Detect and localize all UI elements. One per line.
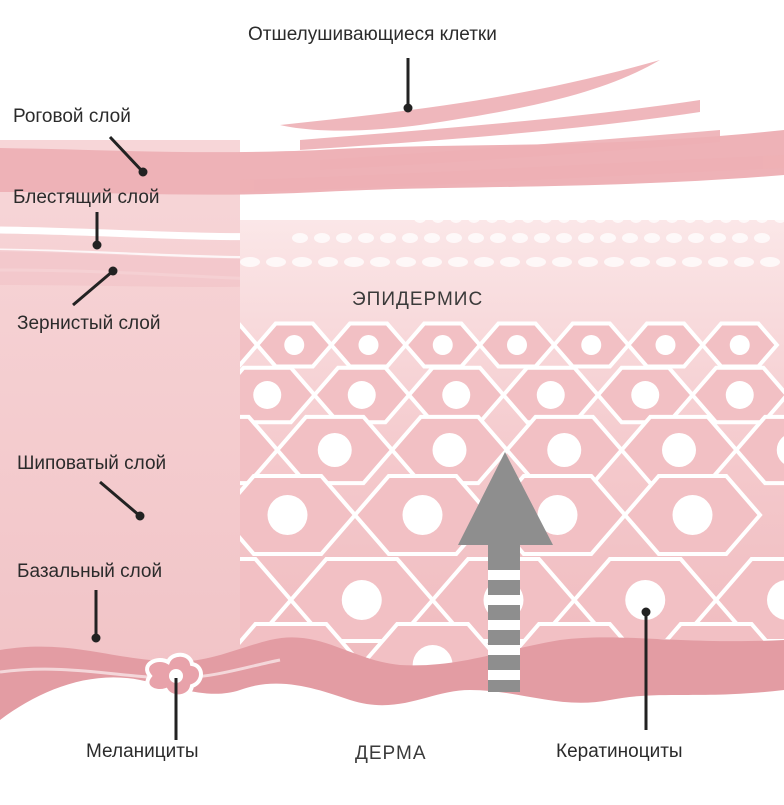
label-stratum-granulosum: Зернистый слой — [17, 313, 160, 335]
granular-cell — [380, 233, 396, 243]
granular-cell — [756, 213, 768, 223]
granular-cell — [666, 233, 682, 243]
label-stratum-corneum: Роговой слой — [13, 106, 131, 128]
granular-cell — [318, 257, 338, 267]
granular-cell — [240, 257, 260, 267]
cell-nucleus — [348, 381, 376, 409]
granular-cell — [344, 257, 364, 267]
cell-nucleus — [581, 335, 601, 355]
granular-cell — [486, 213, 498, 223]
granular-cell — [760, 257, 780, 267]
cell-nucleus — [342, 580, 382, 620]
granular-cell — [656, 257, 676, 267]
granular-cell — [526, 257, 546, 267]
granular-cell — [414, 213, 426, 223]
cell-nucleus — [631, 381, 659, 409]
label-exfoliating-cells: Отшелушивающиеся клетки — [248, 24, 497, 46]
granular-cell — [540, 213, 552, 223]
granular-cell — [630, 257, 650, 267]
cell-nucleus — [656, 335, 676, 355]
granular-cell — [474, 257, 494, 267]
cell-nucleus — [268, 495, 308, 535]
granular-cell — [358, 233, 374, 243]
granular-cell — [732, 233, 748, 243]
granular-cell — [314, 233, 330, 243]
granular-cell — [604, 257, 624, 267]
granular-cell — [396, 257, 416, 267]
cell-nucleus — [284, 335, 304, 355]
granular-cell — [702, 213, 714, 223]
granular-cell — [490, 233, 506, 243]
granular-cell — [468, 213, 480, 223]
cell-nucleus — [442, 381, 470, 409]
granular-cell — [594, 213, 606, 223]
granular-cell — [754, 233, 770, 243]
granular-cell — [468, 233, 484, 243]
granular-cell — [576, 213, 588, 223]
granular-cell — [622, 233, 638, 243]
cell-nucleus — [730, 335, 750, 355]
granular-cell — [578, 257, 598, 267]
granular-cell — [644, 233, 660, 243]
granular-cell — [292, 233, 308, 243]
label-keratinocytes: Кератиноциты — [556, 741, 683, 763]
granular-cell — [578, 233, 594, 243]
granular-cell — [720, 213, 732, 223]
granular-cell — [552, 257, 572, 267]
granular-cell — [600, 233, 616, 243]
granular-cell — [422, 257, 442, 267]
label-melanocytes: Меланициты — [86, 741, 199, 763]
granular-cell — [648, 213, 660, 223]
cell-nucleus — [547, 433, 581, 467]
granular-cell — [558, 213, 570, 223]
cell-nucleus — [403, 495, 443, 535]
cell-nucleus — [253, 381, 281, 409]
cell-nucleus — [726, 381, 754, 409]
granular-cell — [266, 257, 286, 267]
granular-cell — [710, 233, 726, 243]
granular-cell — [450, 213, 462, 223]
granular-cell — [682, 257, 702, 267]
granular-cell — [512, 233, 528, 243]
granular-cell — [424, 233, 440, 243]
granular-cell — [630, 213, 642, 223]
label-stratum-basale: Базальный слой — [17, 561, 162, 583]
granular-cell — [734, 257, 754, 267]
granular-cell — [402, 233, 418, 243]
label-stratum-spinosum: Шиповатый слой — [17, 453, 166, 475]
granular-cell — [336, 233, 352, 243]
cell-nucleus — [673, 495, 713, 535]
granular-cell — [522, 213, 534, 223]
granular-cell — [432, 213, 444, 223]
cell-nucleus — [537, 381, 565, 409]
granular-cell — [292, 257, 312, 267]
granular-cell — [500, 257, 520, 267]
granular-cell — [370, 257, 390, 267]
granular-cell — [688, 233, 704, 243]
granular-cell — [612, 213, 624, 223]
cell-nucleus — [359, 335, 379, 355]
granular-cell — [708, 257, 728, 267]
granular-cell — [448, 257, 468, 267]
label-stratum-lucidum: Блестящий слой — [13, 187, 160, 209]
granular-cell — [504, 213, 516, 223]
label-dermis: ДЕРМА — [355, 743, 427, 765]
cell-nucleus — [433, 335, 453, 355]
cell-nucleus — [507, 335, 527, 355]
granular-cell — [446, 233, 462, 243]
granular-cell — [666, 213, 678, 223]
cell-nucleus — [318, 433, 352, 467]
label-epidermis: ЭПИДЕРМИС — [352, 289, 483, 311]
cell-nucleus — [433, 433, 467, 467]
granular-cell — [534, 233, 550, 243]
granular-cell — [556, 233, 572, 243]
granular-cell — [738, 213, 750, 223]
granular-cell — [684, 213, 696, 223]
cell-nucleus — [662, 433, 696, 467]
